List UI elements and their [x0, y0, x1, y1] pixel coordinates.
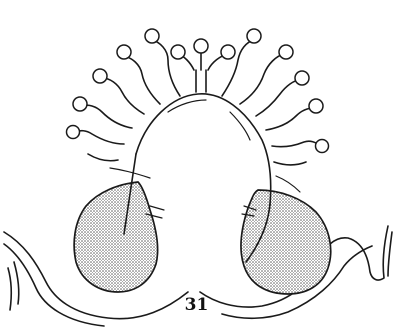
figure-number: 31 [0, 295, 393, 315]
tentacle-knob [279, 45, 293, 59]
tentacle-knob [93, 69, 107, 83]
tentacle-knob [194, 39, 208, 53]
crown-of-tentacles [67, 29, 329, 192]
tentacle-knob [145, 29, 159, 43]
tentacle-knob [117, 45, 131, 59]
tentacle-knob [309, 99, 323, 113]
right-shaded-sac [241, 190, 331, 294]
tentacle-knob [171, 45, 185, 59]
tentacle-knob [67, 126, 80, 139]
tentacle-knob [221, 45, 235, 59]
tentacle-knob [295, 71, 309, 85]
tentacle-knob [247, 29, 261, 43]
tentacle-knob [316, 140, 329, 153]
left-shaded-sac [74, 182, 157, 292]
tentacle-knob [73, 97, 87, 111]
